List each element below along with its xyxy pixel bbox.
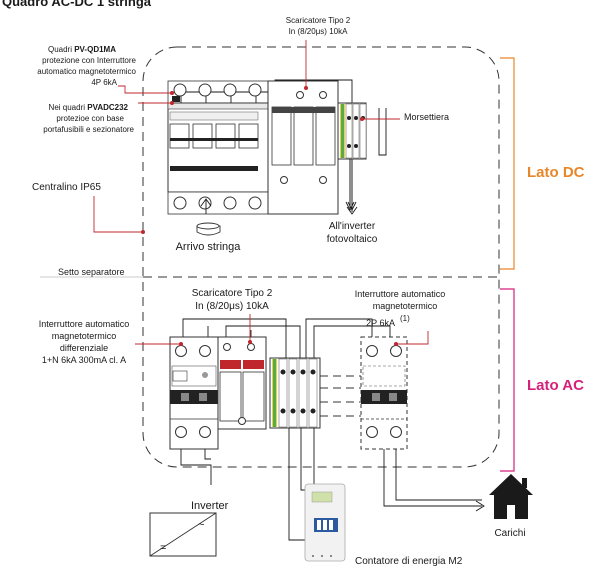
ac-surge-label-2: In (8/20μs) 10kA	[195, 301, 269, 312]
dc-bracket	[500, 57, 515, 270]
quadri-line-1: Quadri PV-QD1MA	[48, 45, 116, 54]
mcb-label-3: 2P 6kA	[366, 318, 395, 328]
mcb-label-2: magnetotermico	[373, 301, 438, 311]
inverter-symbol: Inverter ~ =	[149, 500, 229, 557]
enclosure-label: Centralino IP65	[32, 182, 101, 193]
ac-terminal-block	[269, 357, 321, 429]
dc-surge-label-2: In (8/20μs) 10kA	[289, 27, 349, 36]
quadri-line-3: automatico magnetotermico	[37, 67, 136, 76]
quadri-line-2: protezione con Interruttore	[42, 56, 136, 65]
rcbo-label-1: Interruttore automatico	[39, 319, 130, 329]
inverter-label: Inverter	[191, 500, 229, 512]
mcb-label-1: Interruttore automatico	[355, 289, 446, 299]
loads-label: Carichi	[494, 528, 525, 539]
inverter-dc-symbol: =	[160, 542, 166, 554]
pvadc-line-2: protezioe con base	[56, 114, 124, 123]
dc-terminal-block	[337, 102, 367, 160]
diagram-title: Quadro AC-DC 1 stringa	[2, 0, 152, 9]
pvadc-line-3: portafusibili e sezionatore	[43, 125, 134, 134]
energy-meter	[304, 483, 346, 562]
string-input-label: Arrivo stringa	[176, 241, 242, 253]
pvadc-line-1: Nei quadri PVADC232	[49, 103, 129, 112]
ac-rcbo	[169, 336, 219, 450]
separator-label: Setto separatore	[58, 267, 125, 277]
rcbo-label-3: differenziale	[60, 343, 108, 353]
ac-surge-label-1: Scaricatore Tipo 2	[192, 288, 273, 299]
house-icon	[489, 474, 533, 519]
terminal-label: Morsettiera	[404, 112, 449, 122]
enclosure-outline	[142, 46, 500, 468]
quadri-line-4: 4P 6kA	[91, 78, 117, 87]
ac-mcb	[360, 336, 408, 450]
ac-side-label: Lato AC	[527, 377, 584, 394]
inverter-out-label-1: All'inverter	[329, 221, 376, 232]
rcbo-label-4: 1+N 6kA 300mA cl. A	[42, 355, 126, 365]
ac-surge-arrester	[217, 336, 267, 430]
dc-breaker-4p	[167, 80, 269, 215]
ac-bracket	[500, 288, 515, 472]
dc-surge-arrester	[267, 80, 339, 215]
dc-side-label: Lato DC	[527, 164, 585, 181]
rcbo-label-2: magnetotermico	[52, 331, 117, 341]
inverter-out-label-2: fotovoltaico	[327, 234, 378, 245]
inverter-ac-symbol: ~	[198, 519, 204, 531]
meter-label: Contatore di energia M2	[355, 556, 463, 567]
dc-surge-label-1: Scaricatore Tipo 2	[286, 16, 351, 25]
mcb-note: (1)	[400, 314, 410, 323]
